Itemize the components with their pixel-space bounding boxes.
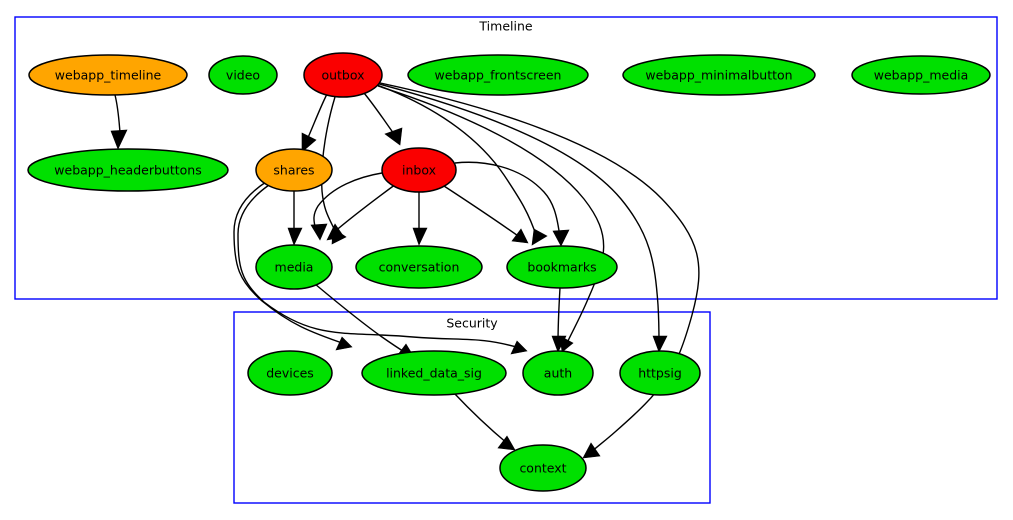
arrowhead-icon — [531, 228, 548, 246]
edge-bookmarks-to-auth[interactable] — [551, 287, 567, 353]
arrowhead-icon — [384, 127, 403, 146]
arrowhead-icon — [412, 227, 428, 246]
node-shape-webapp_headerbuttons[interactable] — [27, 148, 229, 192]
node-httpsig[interactable]: httpsig — [619, 350, 701, 396]
arrowhead-icon — [497, 435, 516, 451]
edge-line — [453, 392, 509, 445]
edge-line — [377, 85, 605, 346]
node-media[interactable]: media — [255, 244, 333, 290]
edge-line — [114, 94, 121, 134]
arrowhead-icon — [652, 335, 668, 353]
arrowhead-icon — [287, 227, 303, 246]
cluster-border-timeline — [14, 16, 998, 300]
arrowhead-icon — [326, 223, 345, 241]
node-linked_data_sig[interactable]: linked_data_sig — [361, 350, 507, 396]
edge-outbox-to-inbox[interactable] — [363, 92, 403, 146]
node-bookmarks[interactable]: bookmarks — [506, 245, 618, 289]
edge-hit-area[interactable] — [558, 288, 560, 344]
edge-line — [443, 185, 522, 239]
edge-webapp_timeline-to-webapp_headerbuttons[interactable] — [110, 94, 128, 150]
edge-outbox-to-bookmarks[interactable] — [376, 84, 548, 246]
node-shape-auth[interactable] — [522, 350, 594, 396]
node-shape-outbox[interactable] — [303, 52, 383, 98]
arrowhead-icon — [301, 132, 317, 153]
node-shares[interactable]: shares — [255, 148, 333, 192]
node-webapp_frontscreen[interactable]: webapp_frontscreen — [407, 54, 589, 96]
node-video[interactable]: video — [208, 55, 278, 95]
arrowhead-icon — [310, 223, 328, 241]
cluster-security: Security — [233, 311, 711, 504]
node-auth[interactable]: auth — [522, 350, 594, 396]
edge-outbox-to-context[interactable] — [379, 82, 700, 459]
edge-line — [454, 161, 561, 239]
node-webapp_timeline[interactable]: webapp_timeline — [28, 54, 188, 96]
arrowhead-icon — [582, 442, 601, 459]
edge-outbox-to-httpsig[interactable] — [378, 83, 668, 353]
edge-inbox-to-conversation[interactable] — [412, 192, 428, 246]
node-shape-webapp_minimalbutton[interactable] — [622, 54, 816, 96]
node-context[interactable]: context — [499, 444, 587, 492]
node-shape-media[interactable] — [255, 244, 333, 290]
node-webapp_headerbuttons[interactable]: webapp_headerbuttons — [27, 148, 229, 192]
edge-inbox-to-bookmarks[interactable] — [454, 161, 570, 247]
edge-line — [363, 92, 395, 135]
edge-inbox-to-media[interactable] — [310, 172, 383, 241]
edge-hit-area[interactable] — [333, 184, 396, 233]
edge-inbox-to-media[interactable] — [326, 183, 397, 241]
node-conversation[interactable]: conversation — [355, 245, 483, 289]
node-shape-conversation[interactable] — [355, 245, 483, 289]
edge-line — [332, 183, 397, 234]
node-shape-httpsig[interactable] — [619, 350, 701, 396]
edge-shares-to-auth[interactable] — [237, 184, 528, 355]
edge-group — [110, 82, 700, 459]
arrowhead-icon — [552, 229, 570, 247]
cluster-timeline: Timeline — [14, 16, 998, 300]
node-shape-inbox[interactable] — [381, 147, 457, 193]
node-outbox[interactable]: outbox — [303, 52, 383, 98]
edge-line — [378, 83, 660, 345]
node-webapp_media[interactable]: webapp_media — [851, 55, 991, 95]
edge-line — [376, 84, 538, 239]
node-shape-video[interactable] — [208, 55, 278, 95]
edge-shares-to-linked_data_sig[interactable] — [233, 181, 353, 351]
edge-line — [313, 172, 383, 231]
node-shape-linked_data_sig[interactable] — [361, 350, 507, 396]
edge-media-to-linked_data_sig[interactable] — [314, 283, 415, 358]
cluster-border-security — [233, 311, 711, 504]
edge-hit-area[interactable] — [115, 95, 120, 133]
edge-shares-to-media[interactable] — [287, 190, 303, 246]
node-shape-devices[interactable] — [247, 350, 333, 396]
edge-line — [379, 82, 700, 454]
arrowhead-icon — [510, 340, 528, 355]
node-shape-webapp_media[interactable] — [851, 55, 991, 95]
edge-line — [320, 96, 339, 238]
arrowhead-icon — [511, 228, 529, 244]
edge-hit-area[interactable] — [364, 93, 394, 134]
edge-outbox-to-shares[interactable] — [301, 93, 328, 153]
edge-inbox-to-bookmarks[interactable] — [443, 185, 529, 244]
node-shape-webapp_frontscreen[interactable] — [407, 54, 589, 96]
cluster-label-security: Security — [446, 316, 498, 331]
edge-hit-area[interactable] — [454, 393, 508, 444]
node-devices[interactable]: devices — [247, 350, 333, 396]
node-webapp_minimalbutton[interactable]: webapp_minimalbutton — [622, 54, 816, 96]
edge-linked_data_sig-to-context[interactable] — [453, 392, 516, 451]
node-shape-webapp_timeline[interactable] — [28, 54, 188, 96]
edge-line — [306, 93, 328, 141]
edge-hit-area[interactable] — [444, 186, 521, 238]
arrowhead-icon — [110, 129, 128, 150]
cluster-label-timeline: Timeline — [478, 19, 532, 34]
edge-line — [237, 184, 521, 349]
node-shape-context[interactable] — [499, 444, 587, 492]
arrowhead-icon — [551, 335, 567, 353]
node-inbox[interactable]: inbox — [381, 147, 457, 193]
edge-line — [233, 181, 346, 345]
node-shape-shares[interactable] — [255, 148, 333, 192]
edge-line — [314, 283, 407, 354]
node-shape-bookmarks[interactable] — [506, 245, 618, 289]
arrowhead-icon — [335, 336, 353, 351]
